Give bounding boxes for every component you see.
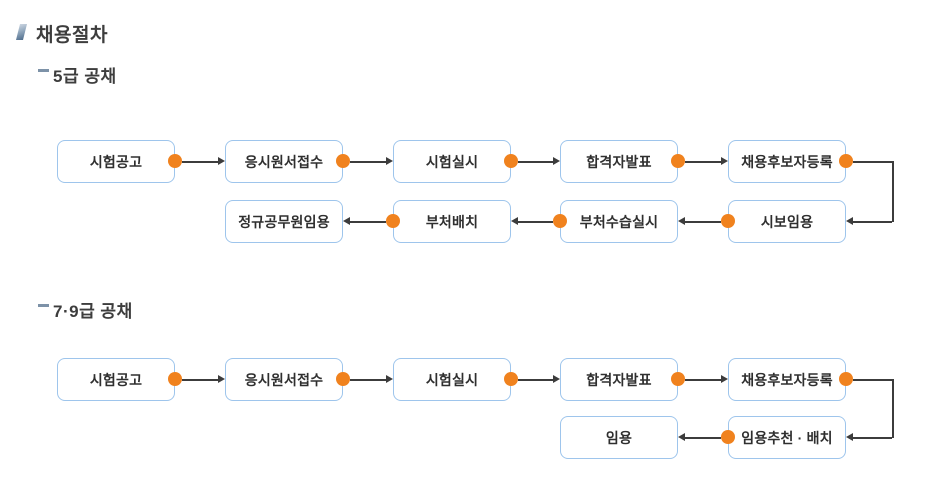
process-step-label: 합격자발표 <box>586 371 652 388</box>
process-step-label: 채용후보자등록 <box>741 153 833 170</box>
page-title: 채용절차 <box>36 25 108 46</box>
connector-line <box>685 221 721 223</box>
connector-line <box>182 161 218 163</box>
connector-line <box>685 437 721 439</box>
process-step-box: 응시원서접수 <box>225 140 343 183</box>
connector-dot <box>721 214 735 228</box>
process-step-label: 시험공고 <box>89 153 143 170</box>
connector-line <box>853 379 892 381</box>
process-step-box: 시험공고 <box>57 358 175 401</box>
connector-dot <box>168 154 182 168</box>
process-step-label: 시보임용 <box>760 213 814 230</box>
arrow-head <box>721 375 728 383</box>
process-step-label: 임용 <box>605 429 633 446</box>
process-step-label: 시험공고 <box>89 371 143 388</box>
arrow-head <box>678 217 685 225</box>
connector-line <box>350 161 386 163</box>
flow-grade7-9-heading: 7·9급 공채 <box>53 302 133 321</box>
connector-dot <box>553 214 567 228</box>
connector-line <box>892 379 894 438</box>
arrow-head <box>721 157 728 165</box>
connector-line <box>350 379 386 381</box>
connector-line <box>518 379 553 381</box>
connector-line <box>853 161 892 163</box>
arrow-head <box>386 157 393 165</box>
heading-bar-icon <box>16 24 27 40</box>
process-step-label: 임용추천 · 배치 <box>741 429 833 446</box>
process-step-label: 채용후보자등록 <box>741 371 833 388</box>
arrow-head <box>218 375 225 383</box>
connector-line <box>350 221 386 223</box>
connector-line <box>892 161 894 222</box>
connector-dot <box>839 154 853 168</box>
process-step-box: 부처배치 <box>393 200 511 243</box>
subheading-dash-icon <box>38 304 49 307</box>
process-step-box: 임용 <box>560 416 678 459</box>
process-step-label: 부처수습실시 <box>579 213 659 230</box>
connector-dot <box>336 372 350 386</box>
process-step-box: 채용후보자등록 <box>728 140 846 183</box>
arrow-head <box>846 217 853 225</box>
process-step-label: 응시원서접수 <box>244 371 324 388</box>
process-step-label: 시험실시 <box>425 153 479 170</box>
process-step-label: 합격자발표 <box>586 153 652 170</box>
arrow-head <box>553 375 560 383</box>
process-step-label: 시험실시 <box>425 371 479 388</box>
connector-line <box>182 379 218 381</box>
process-step-label: 응시원서접수 <box>244 153 324 170</box>
process-step-box: 정규공무원임용 <box>225 200 343 243</box>
connector-line <box>518 161 553 163</box>
connector-line <box>853 221 892 223</box>
flow-grade5-heading: 5급 공채 <box>53 67 117 86</box>
arrow-head <box>511 217 518 225</box>
arrow-head <box>553 157 560 165</box>
process-step-box: 합격자발표 <box>560 358 678 401</box>
connector-line <box>518 221 553 223</box>
connector-line <box>685 379 721 381</box>
process-step-box: 시험실시 <box>393 358 511 401</box>
connector-line <box>853 437 892 439</box>
process-step-box: 합격자발표 <box>560 140 678 183</box>
connector-dot <box>839 372 853 386</box>
connector-dot <box>168 372 182 386</box>
connector-dot <box>386 214 400 228</box>
process-step-box: 채용후보자등록 <box>728 358 846 401</box>
connector-line <box>685 161 721 163</box>
arrow-head <box>343 217 350 225</box>
connector-dot <box>336 154 350 168</box>
process-step-label: 정규공무원임용 <box>238 213 330 230</box>
connector-dot <box>671 154 685 168</box>
subheading-dash-icon <box>38 69 49 72</box>
process-step-box: 시험실시 <box>393 140 511 183</box>
arrow-head <box>846 433 853 441</box>
process-step-label: 부처배치 <box>425 213 479 230</box>
process-step-box: 응시원서접수 <box>225 358 343 401</box>
arrow-head <box>678 433 685 441</box>
connector-dot <box>721 430 735 444</box>
arrow-head <box>218 157 225 165</box>
process-step-box: 시험공고 <box>57 140 175 183</box>
process-step-box: 임용추천 · 배치 <box>728 416 846 459</box>
process-step-box: 부처수습실시 <box>560 200 678 243</box>
connector-dot <box>671 372 685 386</box>
arrow-head <box>386 375 393 383</box>
connector-dot <box>504 154 518 168</box>
process-step-box: 시보임용 <box>728 200 846 243</box>
connector-dot <box>504 372 518 386</box>
